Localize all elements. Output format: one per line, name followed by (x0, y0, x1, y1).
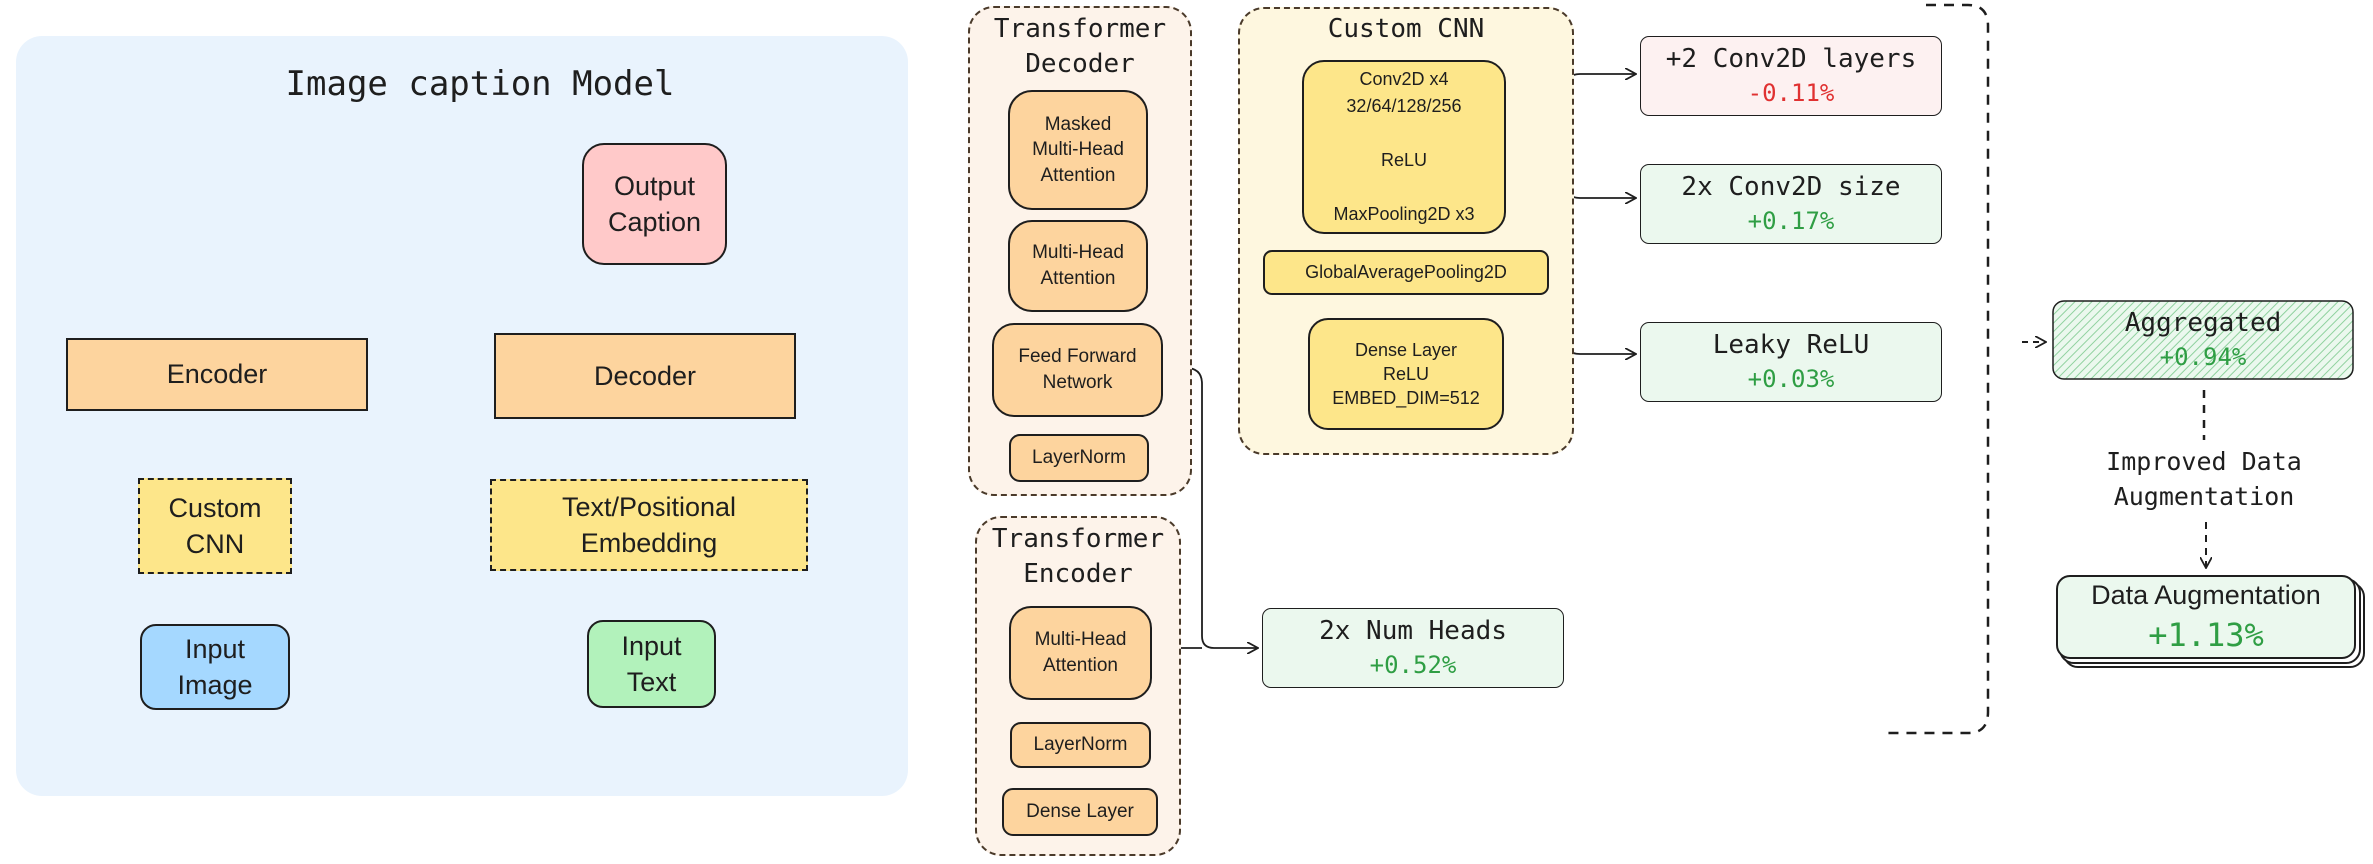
experiment-conv-layers: +2 Conv2D layers -0.11% (1640, 36, 1942, 116)
custom-cnn-title: Custom CNN (1327, 14, 1485, 44)
aggregated-label: Aggregated (2124, 308, 2282, 339)
masked-attention-layer: Masked Multi-Head Attention (1008, 90, 1148, 210)
improvement-label: Improved Data Augmentation (2054, 444, 2354, 514)
input-text-node: Input Text (587, 620, 716, 708)
data-augmentation-box: Data Augmentation +1.13% (2056, 575, 2356, 659)
aggregated-box: Aggregated +0.94% (2053, 301, 2353, 379)
experiment-num-heads: 2x Num Heads +0.52% (1262, 608, 1564, 688)
dense-block-node: Dense Layer ReLU EMBED_DIM=512 (1308, 318, 1504, 430)
encoder-layernorm-layer: LayerNorm (1010, 722, 1151, 768)
conv-block-node: Conv2D x4 32/64/128/256 ReLU MaxPooling2… (1302, 60, 1506, 234)
output-caption-node: Output Caption (582, 143, 727, 265)
feed-forward-layer: Feed Forward Network (992, 323, 1163, 417)
input-image-node: Input Image (140, 624, 290, 710)
experiment-label: Leaky ReLU (1712, 330, 1870, 361)
results-bracket (1882, 3, 1990, 735)
data-augmentation-label: Data Augmentation (2091, 580, 2321, 611)
custom-cnn-node: Custom CNN (138, 478, 292, 574)
experiment-label: +2 Conv2D layers (1665, 44, 1917, 75)
data-augmentation-value: +1.13% (2148, 615, 2264, 654)
transformer-encoder-title: Transformer Encoder (991, 524, 1165, 590)
transformer-decoder-title: Transformer Decoder (993, 14, 1167, 80)
pooling-node: GlobalAveragePooling2D (1263, 250, 1549, 295)
encoder-attention-layer: Multi-Head Attention (1009, 606, 1152, 700)
experiment-value: -0.11% (1747, 79, 1835, 108)
encoder-node: Encoder (66, 338, 368, 411)
experiment-value: +0.52% (1369, 651, 1457, 680)
experiment-value: +0.17% (1747, 207, 1835, 236)
experiment-value: +0.03% (1747, 365, 1835, 394)
model-title: Image caption Model (285, 64, 675, 104)
encoder-dense-layer: Dense Layer (1002, 788, 1158, 836)
decoder-node: Decoder (494, 333, 796, 419)
aggregated-box-fill (2052, 300, 2354, 380)
aggregated-value: +0.94% (2159, 343, 2247, 372)
experiment-label: 2x Num Heads (1319, 616, 1507, 647)
text-embedding-node: Text/Positional Embedding (490, 479, 808, 571)
decoder-layernorm-layer: LayerNorm (1009, 434, 1149, 482)
experiment-conv-size: 2x Conv2D size +0.17% (1640, 164, 1942, 244)
arrow-ffn-to-num-heads (1163, 367, 1258, 648)
experiment-label: 2x Conv2D size (1681, 172, 1901, 203)
decoder-attention-layer: Multi-Head Attention (1008, 220, 1148, 312)
experiment-leaky-relu: Leaky ReLU +0.03% (1640, 322, 1942, 402)
